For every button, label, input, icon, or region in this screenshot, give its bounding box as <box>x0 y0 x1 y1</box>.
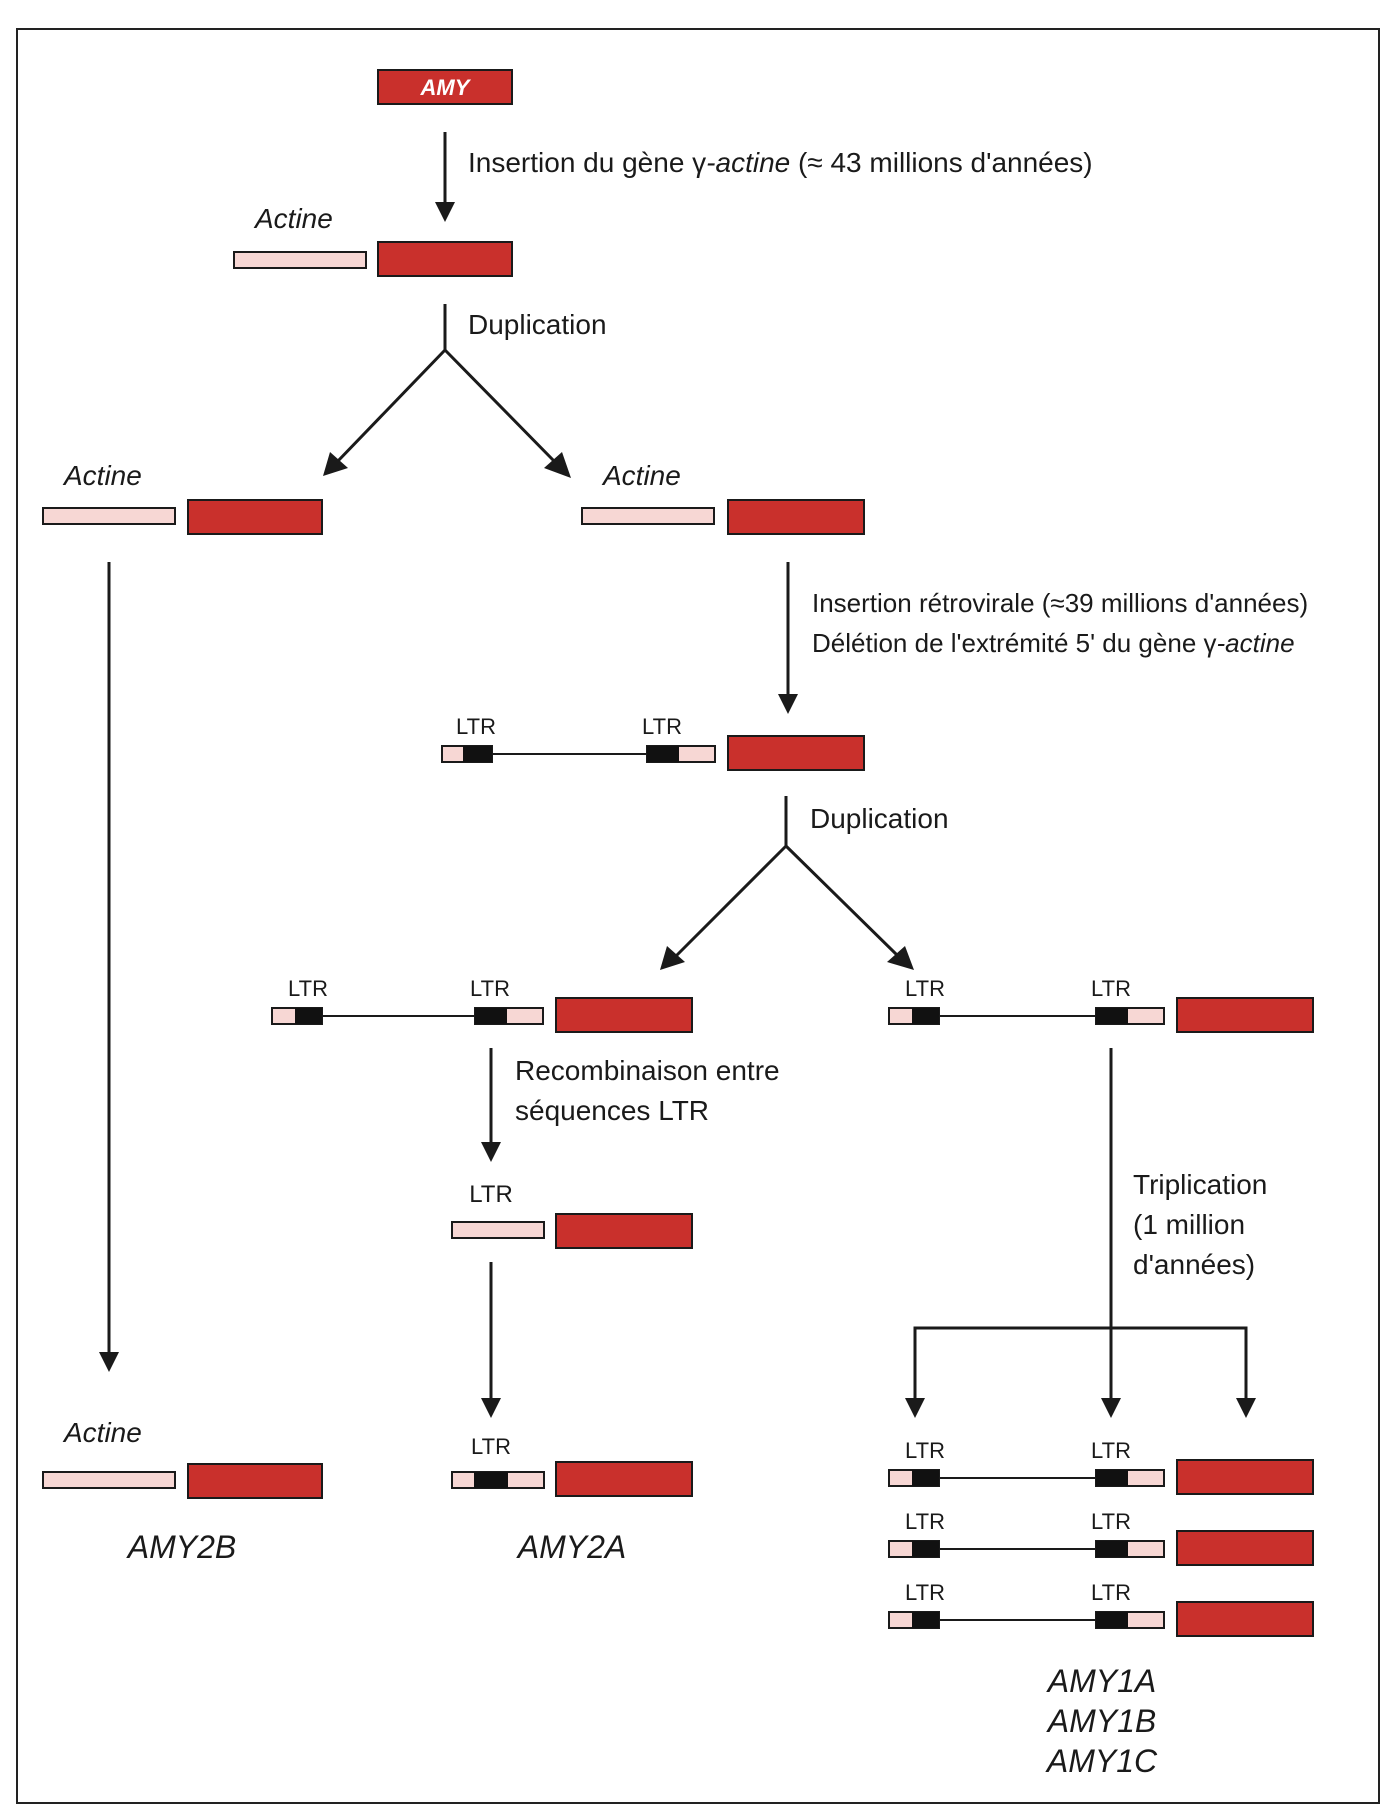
triplication-bracket <box>913 1326 1248 1402</box>
ltr-label-4c: LTR <box>905 976 945 1001</box>
amy-gene-amy1-2 <box>1176 1530 1314 1566</box>
ltr-core-3a <box>463 746 492 762</box>
ltr-core-final-2a <box>474 1472 508 1488</box>
step-triplication-line3: d'années) <box>1133 1249 1255 1280</box>
step-insertion-gamma: Insertion du gène γ-actine (≈ 43 million… <box>468 147 1093 178</box>
step-triplication-line2: (1 million <box>1133 1209 1245 1240</box>
ltr-label-amy1-2a: LTR <box>905 1509 945 1534</box>
actine-gene-1 <box>233 251 367 269</box>
ltr-label-amy1-1b: LTR <box>1091 1438 1131 1463</box>
step-retroviral-line2: Délétion de l'extrémité 5' du gène γ-act… <box>812 628 1295 658</box>
amy-gene-amy1-3 <box>1176 1601 1314 1637</box>
dup2-left-branch <box>674 844 788 958</box>
amy-gene-2a <box>187 499 323 535</box>
gene-name-amy1c: AMY1C <box>1045 1743 1158 1779</box>
ltr-label-final-2a: LTR <box>471 1434 511 1459</box>
ltr-label-amy1-1a: LTR <box>905 1438 945 1463</box>
arrowhead-retroviral <box>778 694 798 714</box>
arrowhead-to-amy2b <box>99 1352 119 1372</box>
amy1-copy-1: LTR LTR <box>888 1438 1314 1495</box>
ltr-core-4b <box>475 1008 507 1024</box>
amy-root-label: AMY <box>420 75 472 100</box>
ltr-label-3a: LTR <box>456 714 496 739</box>
step-duplication-2: Duplication <box>810 803 949 834</box>
step-duplication-1: Duplication <box>468 309 607 340</box>
step-recombination-line2: séquences LTR <box>515 1095 709 1126</box>
arrowhead-recombination <box>481 1142 501 1162</box>
dup1-right-head <box>544 452 571 478</box>
diagram-frame <box>16 28 1380 1804</box>
ltr-label-5: LTR <box>469 1181 513 1208</box>
ltr-core-4a <box>295 1008 322 1024</box>
amy-gene-3 <box>727 735 865 771</box>
ltr-label-amy1-3a: LTR <box>905 1580 945 1605</box>
ltr-label-amy1-2b: LTR <box>1091 1509 1131 1534</box>
amy-gene-2b <box>727 499 865 535</box>
actine-label-final: Actine <box>62 1417 142 1448</box>
gene-name-amy1b: AMY1B <box>1046 1703 1156 1739</box>
ltr-label-amy1-3b: LTR <box>1091 1580 1131 1605</box>
ltr-label-4a: LTR <box>288 976 328 1001</box>
amy-root-gene <box>377 69 513 105</box>
actine-gene-final <box>42 1471 176 1489</box>
ltr-label-4d: LTR <box>1091 976 1131 1001</box>
amy1-copy-3: LTR LTR <box>888 1580 1314 1637</box>
ltr-core-amy1-1a <box>912 1470 939 1486</box>
ltr-core-amy1-3a <box>912 1612 939 1628</box>
ltr-core-amy1-2a <box>912 1541 939 1557</box>
arrowhead-to-amy2a <box>481 1398 501 1418</box>
ltr-label-4b: LTR <box>470 976 510 1001</box>
arrowhead-triplication-center <box>1101 1398 1121 1418</box>
ltr-core-3b <box>647 746 679 762</box>
actine-gene-2a <box>42 507 176 525</box>
step-triplication-line1: Triplication <box>1133 1169 1267 1200</box>
dup2-right-branch <box>784 844 900 958</box>
ltr-core-amy1-2b <box>1096 1541 1128 1557</box>
dup2-left-head <box>660 946 685 970</box>
amy-gene-1 <box>377 241 513 277</box>
ltr-element-5 <box>451 1221 545 1239</box>
ltr-label-3b: LTR <box>642 714 682 739</box>
gene-name-amy2b: AMY2B <box>126 1529 236 1565</box>
amy-gene-4b <box>1176 997 1314 1033</box>
amy1-copy-2: LTR LTR <box>888 1509 1314 1566</box>
amy-gene-amy1-1 <box>1176 1459 1314 1495</box>
arrowhead-triplication-left <box>905 1398 925 1418</box>
arrowhead-triplication-right <box>1236 1398 1256 1418</box>
gene-name-amy1a: AMY1A <box>1046 1663 1156 1699</box>
amy-gene-4a <box>555 997 693 1033</box>
actine-label-2b: Actine <box>601 460 681 491</box>
actine-gene-2b <box>581 507 715 525</box>
dup2-right-head <box>887 946 914 970</box>
ltr-core-4c <box>912 1008 939 1024</box>
step-recombination-line1: Recombinaison entre <box>515 1055 780 1086</box>
arrowhead-insertion <box>435 202 455 222</box>
step-retroviral-line1: Insertion rétrovirale (≈39 millions d'an… <box>812 588 1308 618</box>
amy-gene-amy2b <box>187 1463 323 1499</box>
actine-label-1: Actine <box>253 203 333 234</box>
ltr-core-amy1-3b <box>1096 1612 1128 1628</box>
gene-name-amy2a: AMY2A <box>516 1529 626 1565</box>
actine-label-2a: Actine <box>62 460 142 491</box>
amy-gene-amy2a <box>555 1461 693 1497</box>
dup1-right-branch <box>443 348 557 464</box>
ltr-core-amy1-1b <box>1096 1470 1128 1486</box>
ltr-core-4d <box>1096 1008 1128 1024</box>
dup1-left-branch <box>335 348 447 464</box>
amy-gene-5 <box>555 1213 693 1249</box>
dup1-left-head <box>323 452 348 476</box>
